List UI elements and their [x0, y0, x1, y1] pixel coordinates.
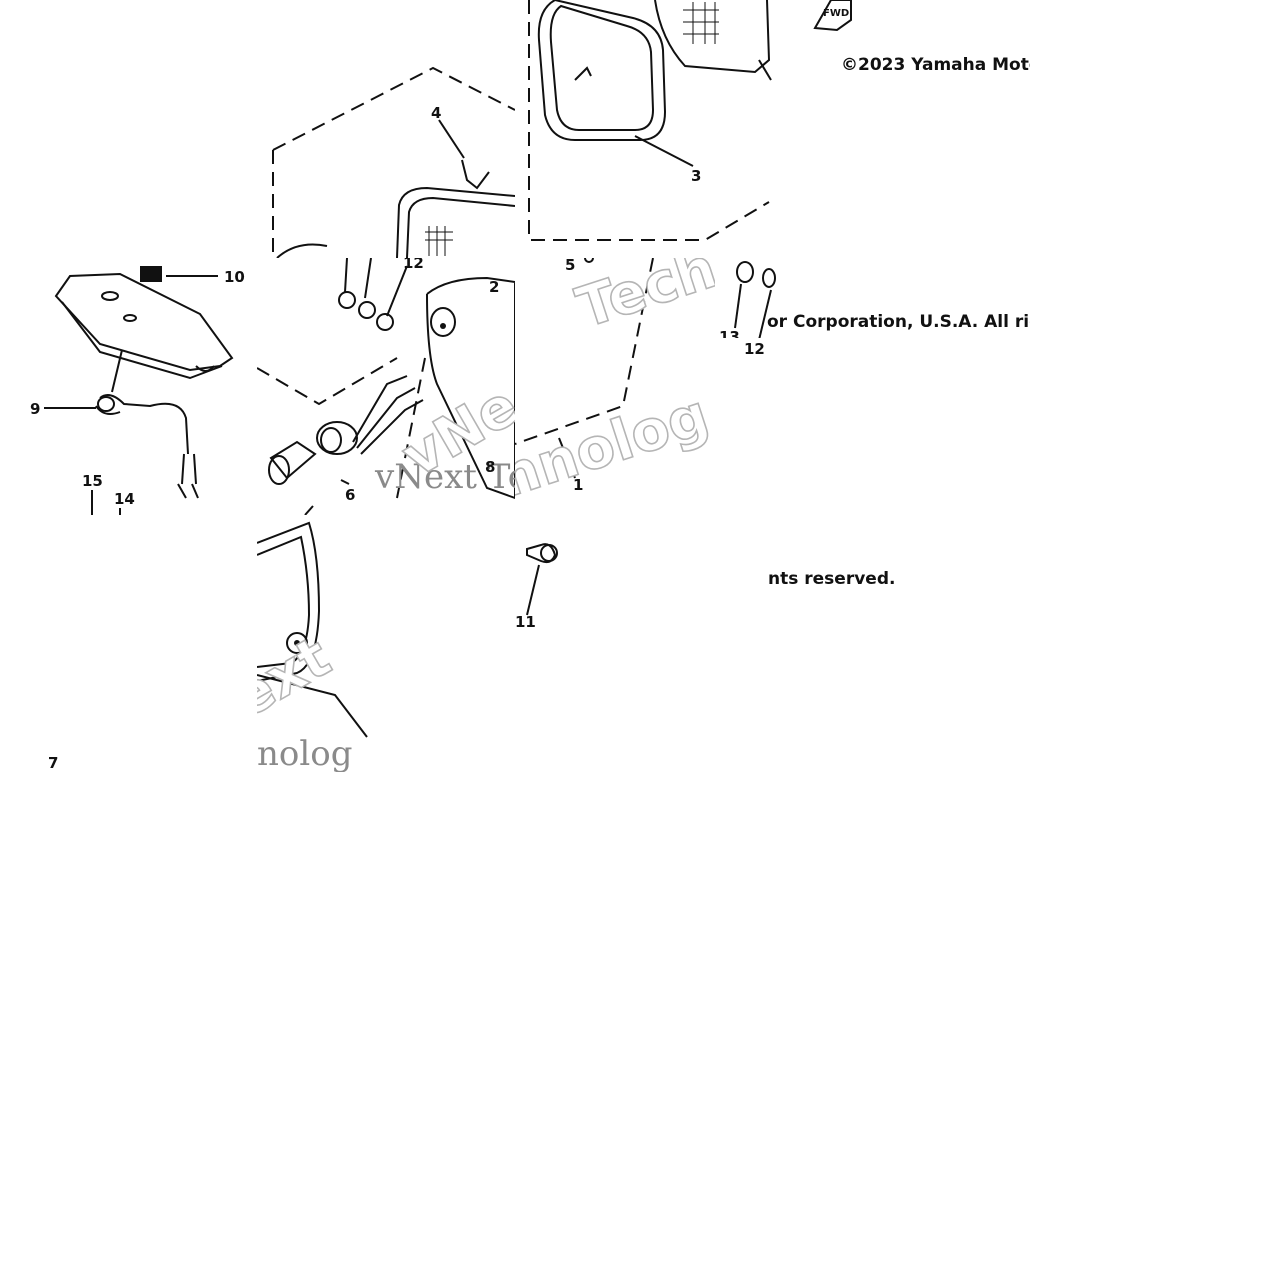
- lens-pattern-icon: [683, 2, 719, 44]
- headlight-lens: [654, 0, 771, 74]
- copyright-part-2: or Corporation, U.S.A. All righ: [767, 312, 1030, 332]
- watermark-text: vNext Te: [374, 457, 515, 497]
- callout-12: 12: [403, 258, 424, 272]
- callout-4: 4: [431, 104, 441, 122]
- fwd-tag: FWD: [813, 0, 852, 32]
- callout-10: 10: [224, 268, 245, 286]
- copyright-part-3: nts reserved.: [768, 569, 895, 589]
- nut-part-2: [762, 268, 776, 288]
- tile-copyright-3: nts reserved.: [768, 560, 898, 592]
- fwd-label: FWD: [823, 8, 849, 19]
- headlight-body: [396, 186, 515, 258]
- tile-screws: 13 or Corporation, U.S.A. All righ: [715, 258, 1030, 338]
- nut-part: [338, 291, 356, 309]
- headlight-rim: [537, 0, 667, 141]
- wire-leads: [352, 375, 424, 455]
- bulb-socket: [316, 421, 358, 455]
- headlight-cover: [54, 272, 234, 372]
- headlight-shell: [257, 521, 321, 682]
- tile-bolt: 11: [515, 515, 630, 630]
- tile-cover: 10 9 15 14: [0, 258, 257, 515]
- callout-15: 15: [82, 472, 103, 490]
- clip-part: [461, 159, 490, 190]
- callout-14: 14: [114, 490, 135, 508]
- phantom-outline-right: [528, 0, 770, 241]
- watermark-nology: nolog: [257, 734, 352, 772]
- tile-bulb: 12 6 2 vNext Te vNe 8: [257, 258, 515, 515]
- headlight-bulb: [269, 440, 317, 480]
- phantom-outline: [272, 66, 515, 151]
- callout-11: 11: [515, 613, 536, 630]
- bolt-part: [526, 543, 557, 564]
- callout-12-right: 12: [744, 340, 765, 358]
- watermark-ext: ext: [257, 624, 341, 731]
- callout-7: 7: [48, 754, 58, 772]
- grommet-part: [736, 261, 754, 283]
- tile-housing-top: 4: [257, 0, 515, 258]
- watermark-ology: chnolog: [515, 383, 716, 515]
- callout-2: 2: [489, 278, 499, 296]
- tile-rim: 3 FWD ©2023 Yamaha Motc: [515, 0, 1030, 258]
- headlight-case: [426, 276, 515, 500]
- tile-callout-12: 12: [740, 338, 780, 360]
- washer-part-2: [376, 313, 394, 331]
- tile-shell: ext nolog: [257, 515, 377, 772]
- callout-6: 6: [345, 486, 355, 504]
- callout-9: 9: [30, 400, 40, 418]
- tile-callout-7: 7: [44, 750, 74, 774]
- copyright-part-1: ©2023 Yamaha Motc: [841, 55, 1030, 75]
- callout-1: 1: [573, 476, 583, 494]
- washer-part: [358, 301, 376, 319]
- lens-grid-icon: [425, 226, 453, 256]
- callout-13: 13: [719, 328, 740, 338]
- socket-cord: [99, 394, 189, 455]
- callout-5: 5: [565, 258, 575, 274]
- callout-3: 3: [691, 167, 701, 185]
- callout-8: 8: [485, 458, 495, 476]
- label-decal-icon: [140, 266, 162, 282]
